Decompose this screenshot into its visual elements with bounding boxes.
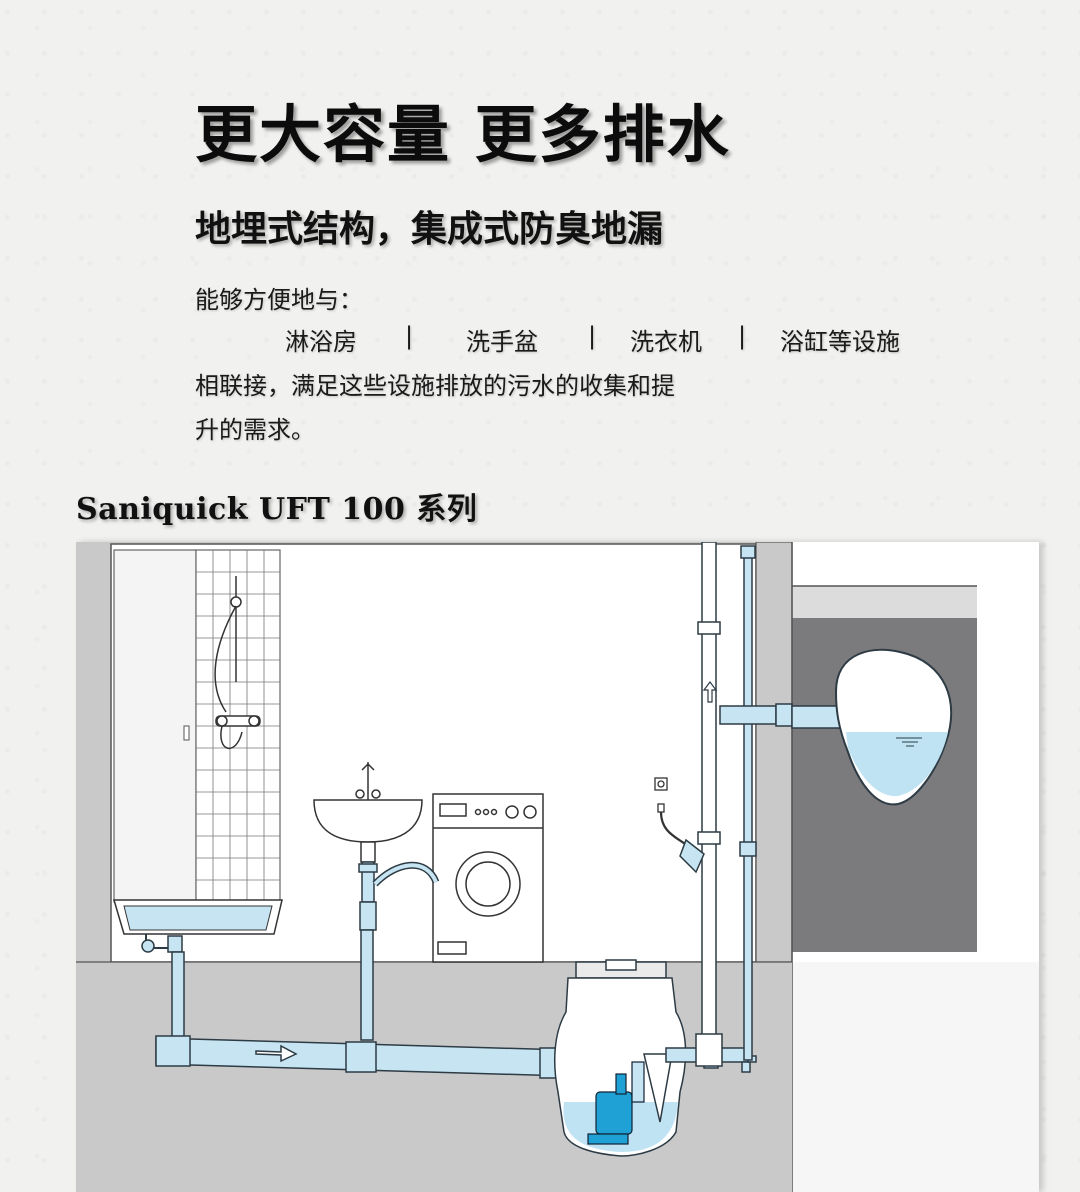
fixture-separator: | bbox=[405, 322, 414, 350]
body-line: 相联接，满足这些设施排放的污水的收集和提 bbox=[195, 372, 675, 400]
fixture-washing-machine: 洗衣机 bbox=[630, 328, 702, 356]
washing-machine bbox=[432, 793, 544, 963]
shower-head-icon bbox=[214, 576, 261, 750]
body-line: 升的需求。 bbox=[195, 416, 315, 444]
fixture-shower: 淋浴房 bbox=[285, 328, 357, 356]
headline: 更大容量 更多排水 bbox=[195, 98, 731, 171]
wall-column bbox=[755, 542, 793, 963]
flow-arrow-icon bbox=[255, 1044, 298, 1063]
intro-text: 能够方便地与： bbox=[195, 286, 363, 314]
up-arrow-icon bbox=[702, 681, 718, 703]
subheadline: 地埋式结构，集成式防臭地漏 bbox=[195, 209, 664, 250]
outer-ground bbox=[792, 962, 1039, 1192]
pump-icon bbox=[587, 1061, 645, 1145]
installation-diagram bbox=[76, 542, 1039, 1192]
shower-drain-pipe bbox=[141, 934, 185, 1041]
fixture-separator: | bbox=[588, 322, 597, 350]
fixture-separator: | bbox=[738, 322, 747, 350]
series-title: Saniquick UFT 100 系列 bbox=[76, 492, 478, 527]
wall-top-band bbox=[792, 586, 977, 618]
vent-pipe bbox=[679, 542, 723, 1067]
sump-pit bbox=[834, 648, 953, 806]
fixture-washbasin: 洗手盆 bbox=[466, 328, 538, 356]
washbasin-drain-pipe bbox=[358, 861, 378, 1041]
fixture-bathtub: 浴缸等设施 bbox=[780, 328, 900, 356]
